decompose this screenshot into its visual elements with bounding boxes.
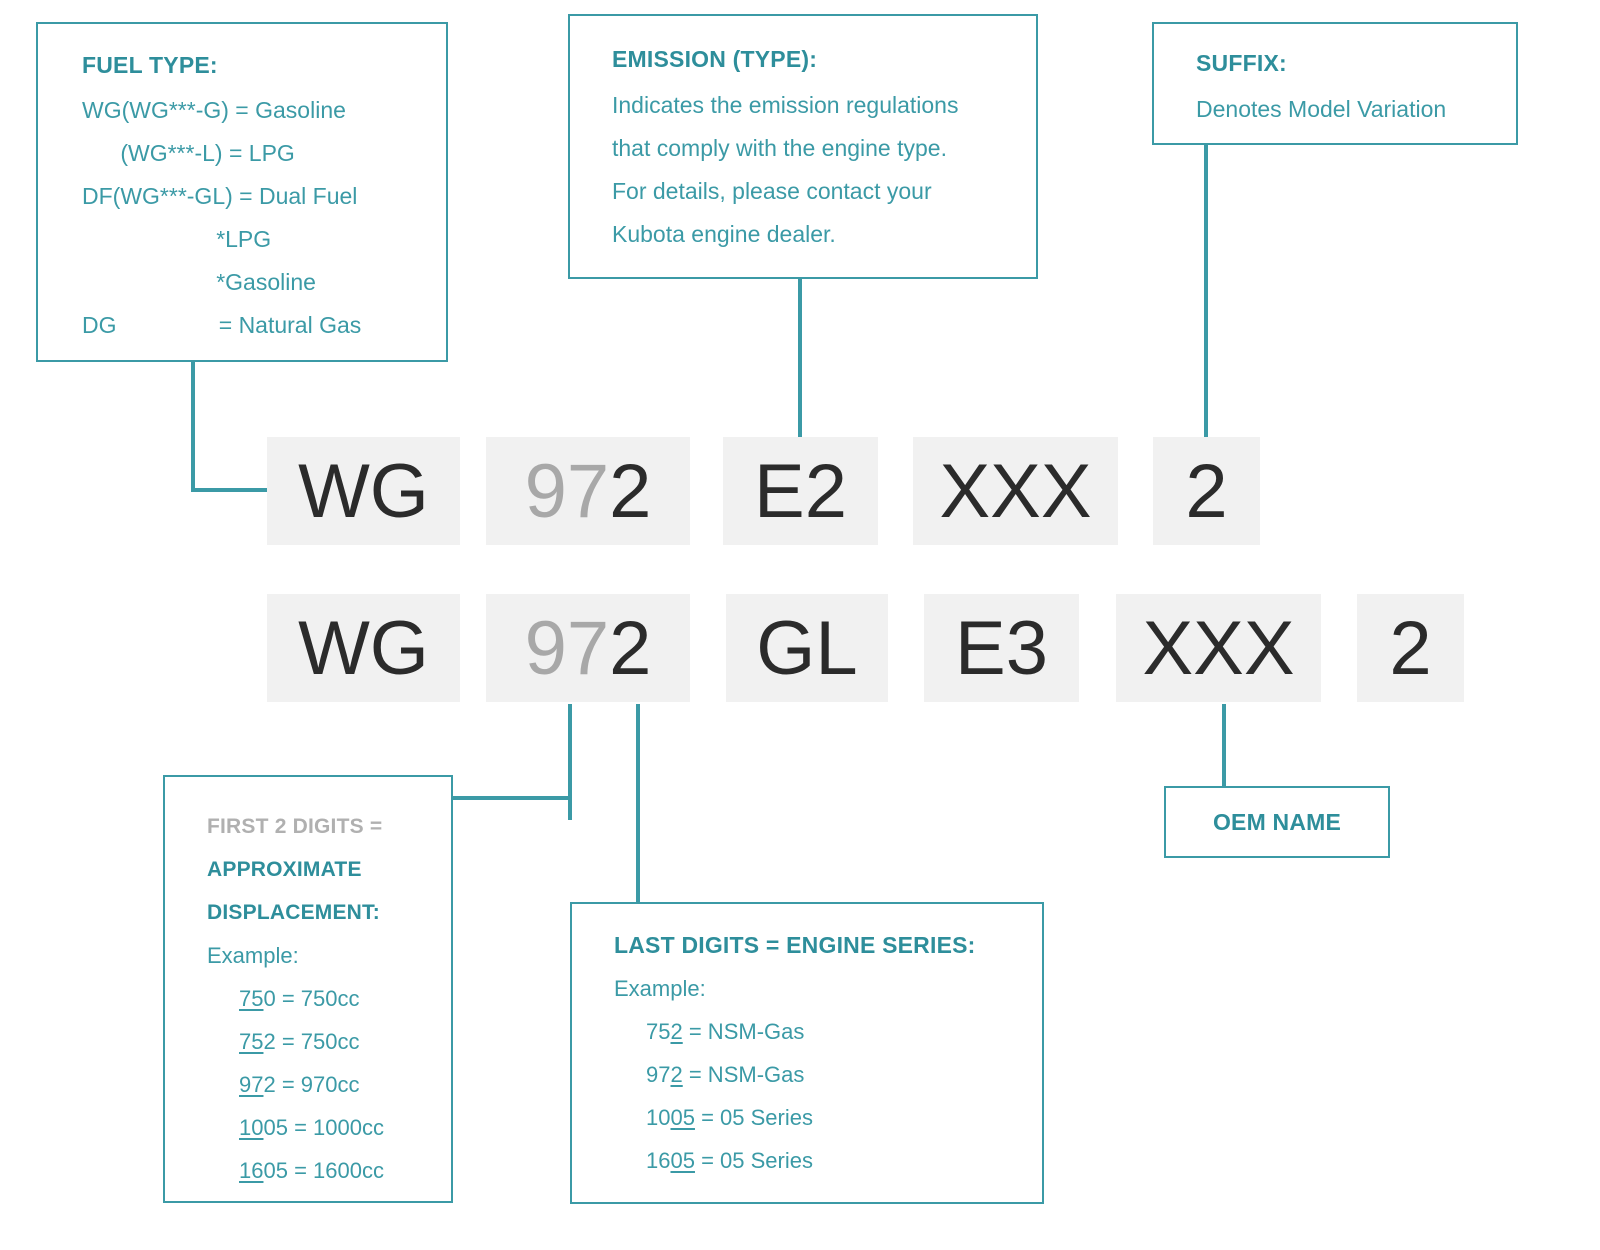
code-text: XXX bbox=[1142, 605, 1295, 691]
suffix-line: Denotes Model Variation bbox=[1196, 96, 1447, 122]
displacement-title-line1: APPROXIMATE bbox=[207, 858, 362, 881]
prefix-digits: 75 bbox=[646, 1019, 671, 1044]
example-value: = 970cc bbox=[275, 1072, 360, 1097]
underlined-digits: 05 bbox=[670, 1148, 695, 1173]
underlined-digits: 2 bbox=[670, 1019, 683, 1044]
underlined-digits: 10 bbox=[239, 1115, 264, 1140]
code-text: 2 bbox=[609, 605, 652, 691]
rest-digits: 2 bbox=[263, 1029, 276, 1054]
emission-line: For details, please contact your bbox=[612, 178, 932, 204]
fuel-type-line: *LPG bbox=[82, 226, 272, 252]
emission-line: Indicates the emission regulations bbox=[612, 92, 959, 118]
displacement-example-label: Example: bbox=[207, 943, 299, 968]
code-text: WG bbox=[298, 605, 429, 691]
code-tile-suffix-row2: 2 bbox=[1357, 594, 1464, 702]
prefix-digits: 16 bbox=[646, 1148, 671, 1173]
emission-line: Kubota engine dealer. bbox=[612, 221, 836, 247]
last-digits-example-label: Example: bbox=[614, 976, 706, 1001]
displacement-example-row: 972 = 970cc bbox=[207, 1063, 451, 1106]
underlined-digits: 97 bbox=[239, 1072, 264, 1097]
rest-digits: 2 bbox=[263, 1072, 276, 1097]
underlined-digits: 75 bbox=[239, 1029, 264, 1054]
code-tile-fuel-type-row1: WG bbox=[267, 437, 460, 545]
code-tile-emission-row2: E3 bbox=[924, 594, 1079, 702]
last-digits-example-row: 752 = NSM-Gas bbox=[614, 1010, 1042, 1053]
oem-name-title: OEM NAME bbox=[1212, 808, 1342, 835]
emission-title: EMISSION (TYPE): bbox=[612, 46, 818, 72]
fuel-type-callout: FUEL TYPE: WG(WG***-G) = Gasoline (WG***… bbox=[36, 22, 448, 362]
displacement-example-row: 1005 = 1000cc bbox=[207, 1106, 451, 1149]
connector-last-digits-vertical bbox=[636, 704, 640, 904]
connector-displacement-vertical bbox=[568, 704, 572, 820]
fuel-type-line: DF(WG***-GL) = Dual Fuel bbox=[82, 183, 358, 209]
displacement-example-row: 1605 = 1600cc bbox=[207, 1149, 451, 1192]
last-digits-example-row: 1605 = 05 Series bbox=[614, 1139, 1042, 1182]
rest-digits: 05 bbox=[263, 1158, 288, 1183]
code-tile-dual-fuel-row2: GL bbox=[726, 594, 888, 702]
code-text: 2 bbox=[1185, 448, 1228, 534]
connector-suffix-vertical bbox=[1204, 143, 1208, 440]
connector-oem-vertical bbox=[1222, 704, 1226, 788]
suffix-title: SUFFIX: bbox=[1196, 50, 1287, 76]
example-value: = NSM-Gas bbox=[682, 1062, 805, 1087]
last-digits-example-row: 972 = NSM-Gas bbox=[614, 1053, 1042, 1096]
code-text: 2 bbox=[1389, 605, 1432, 691]
connector-fuel-type-horizontal bbox=[191, 488, 269, 492]
code-tile-suffix-row1: 2 bbox=[1153, 437, 1260, 545]
rest-digits: 05 bbox=[263, 1115, 288, 1140]
last-digits-callout: LAST DIGITS = ENGINE SERIES: Example: 75… bbox=[570, 902, 1044, 1204]
oem-name-callout: OEM NAME bbox=[1164, 786, 1390, 858]
last-digits-title: LAST DIGITS = ENGINE SERIES: bbox=[614, 932, 976, 958]
displacement-example-row: 750 = 750cc bbox=[207, 977, 451, 1020]
code-text: E2 bbox=[754, 448, 847, 534]
example-value: = 05 Series bbox=[694, 1105, 813, 1130]
example-value: = 1600cc bbox=[287, 1158, 384, 1183]
example-value: = 750cc bbox=[275, 986, 360, 1011]
code-text-dim: 97 bbox=[524, 448, 610, 534]
code-text: 2 bbox=[609, 448, 652, 534]
fuel-type-title: FUEL TYPE: bbox=[82, 52, 218, 78]
emission-type-callout: EMISSION (TYPE): Indicates the emission … bbox=[568, 14, 1038, 279]
suffix-callout: SUFFIX: Denotes Model Variation bbox=[1152, 22, 1518, 145]
underlined-digits: 2 bbox=[670, 1062, 683, 1087]
example-value: = 1000cc bbox=[287, 1115, 384, 1140]
prefix-digits: 97 bbox=[646, 1062, 671, 1087]
underlined-digits: 16 bbox=[239, 1158, 264, 1183]
connector-fuel-type-vertical bbox=[191, 360, 195, 492]
rest-digits: 0 bbox=[263, 986, 276, 1011]
connector-emission-vertical bbox=[798, 277, 802, 440]
code-text: GL bbox=[756, 605, 858, 691]
code-text: WG bbox=[298, 448, 429, 534]
emission-line: that comply with the engine type. bbox=[612, 135, 947, 161]
code-text: XXX bbox=[939, 448, 1092, 534]
displacement-example-row: 752 = 750cc bbox=[207, 1020, 451, 1063]
example-value: = 05 Series bbox=[694, 1148, 813, 1173]
connector-displacement-horizontal bbox=[452, 796, 572, 800]
fuel-type-line: WG(WG***-G) = Gasoline bbox=[82, 97, 346, 123]
fuel-type-line: *Gasoline bbox=[82, 269, 316, 295]
code-tile-emission-row1: E2 bbox=[723, 437, 878, 545]
underlined-digits: 75 bbox=[239, 986, 264, 1011]
underlined-digits: 05 bbox=[670, 1105, 695, 1130]
displacement-callout: FIRST 2 DIGITS = APPROXIMATE DISPLACEMEN… bbox=[163, 775, 453, 1203]
displacement-subtitle: FIRST 2 DIGITS = bbox=[207, 815, 383, 838]
fuel-type-line: DG = Natural Gas bbox=[82, 312, 362, 338]
example-value: = 750cc bbox=[275, 1029, 360, 1054]
code-tile-oem-row2: XXX bbox=[1116, 594, 1321, 702]
code-text: E3 bbox=[955, 605, 1048, 691]
example-value: = NSM-Gas bbox=[682, 1019, 805, 1044]
code-tile-fuel-type-row2: WG bbox=[267, 594, 460, 702]
prefix-digits: 10 bbox=[646, 1105, 671, 1130]
displacement-title-line2: DISPLACEMENT: bbox=[207, 901, 380, 924]
code-text-dim: 97 bbox=[524, 605, 610, 691]
code-tile-oem-row1: XXX bbox=[913, 437, 1118, 545]
last-digits-example-row: 1005 = 05 Series bbox=[614, 1096, 1042, 1139]
fuel-type-line: (WG***-L) = LPG bbox=[82, 140, 295, 166]
